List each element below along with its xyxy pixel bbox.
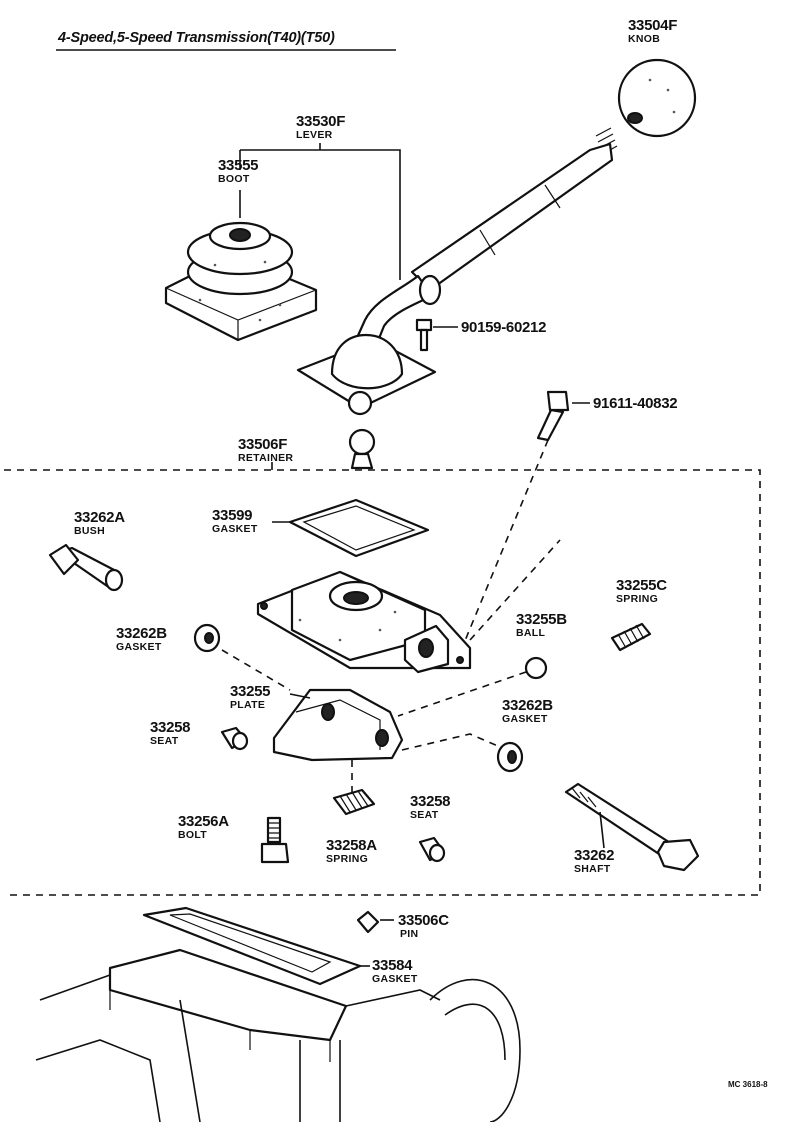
label-gasket-33584: 33584 GASKET <box>372 958 418 985</box>
part-number: 33530F <box>296 113 346 130</box>
label-spring-33258a: 33258A SPRING <box>326 838 377 865</box>
label-bolt-91611: 91611-40832 <box>593 395 678 412</box>
part-number: 33255 <box>230 683 271 700</box>
part-name: BUSH <box>74 525 105 537</box>
label-shaft: 33262 SHAFT <box>574 847 615 875</box>
shaft-33262-part <box>564 782 700 872</box>
lever-boot-bracket <box>239 143 401 280</box>
label-pin: 33506C PIN <box>398 913 449 940</box>
diagram-title: 4-Speed,5-Speed Transmission(T40)(T50) <box>58 30 335 46</box>
part-number: 33262B <box>502 697 553 714</box>
label-bolt-90159: 90159-60212 <box>461 320 546 335</box>
gasket-33262b-right-part <box>496 741 524 773</box>
part-number: 33258A <box>326 837 377 854</box>
part-number: 33262B <box>116 625 167 642</box>
spring-c-guide <box>469 539 561 641</box>
bolt-33256a-part <box>260 816 290 864</box>
part-number: 33506F <box>238 436 288 453</box>
gasket-33262b-left-part <box>193 623 291 691</box>
lever-part <box>296 127 618 470</box>
pin-33506c-part <box>356 910 394 934</box>
knob-part <box>617 58 697 138</box>
part-number: 33255C <box>616 577 667 594</box>
part-number: 33599 <box>212 507 253 524</box>
part-name: SEAT <box>410 809 439 821</box>
retainer-part <box>256 570 472 674</box>
part-number: 90159-60212 <box>461 319 547 336</box>
gasket-33584-part <box>142 906 370 986</box>
part-name: BALL <box>516 627 546 639</box>
label-seat-33258-right: 33258 SEAT <box>410 793 451 821</box>
part-name: BOLT <box>178 829 207 841</box>
label-knob: 33504F KNOB <box>628 18 677 45</box>
part-name: PIN <box>400 928 419 940</box>
part-name: SHAFT <box>574 863 611 875</box>
part-name: SEAT <box>150 735 179 747</box>
footer-code: MC 3618-8 <box>728 1080 768 1089</box>
plate-part <box>272 688 499 762</box>
part-name: GASKET <box>116 641 162 653</box>
part-name: SPRING <box>326 853 369 865</box>
part-number: 33262 <box>574 847 615 864</box>
label-gasket-33262b-left: 33262B GASKET <box>116 626 167 653</box>
part-number: 33555 <box>218 157 259 174</box>
bush-part <box>48 543 124 592</box>
part-number: 33258 <box>150 719 191 736</box>
part-name: PLATE <box>230 699 266 711</box>
transmission-housing <box>35 948 521 1122</box>
label-bolt-33256a: 33256A BOLT <box>178 814 229 841</box>
part-number: 33256A <box>178 813 229 830</box>
part-number: 33258 <box>410 793 451 810</box>
retainer-enclosure <box>4 469 761 896</box>
part-name: KNOB <box>628 33 661 45</box>
seat-33258-right-part <box>418 836 446 863</box>
part-number: 33584 <box>372 957 413 974</box>
part-number: 33504F <box>628 17 678 34</box>
part-number: 91611-40832 <box>593 395 678 412</box>
label-bush: 33262A BUSH <box>74 510 125 537</box>
ball-guide <box>397 671 527 717</box>
spring-33258a-part <box>332 760 376 816</box>
part-name: GASKET <box>212 523 258 535</box>
ball-part <box>524 656 548 680</box>
part-number: 33255B <box>516 611 567 628</box>
seat-33258-left-part <box>220 726 249 751</box>
part-name: SPRING <box>616 593 659 605</box>
part-name: GASKET <box>372 973 418 985</box>
label-gasket-33262b-right: 33262B GASKET <box>502 698 553 725</box>
label-plate: 33255 PLATE <box>230 683 271 711</box>
boot-part <box>164 221 318 342</box>
label-ball: 33255B BALL <box>516 612 567 639</box>
label-gasket-33599: 33599 GASKET <box>212 508 258 535</box>
gasket-33599-part <box>272 498 430 558</box>
label-spring-33255c: 33255C SPRING <box>616 578 667 605</box>
part-name: RETAINER <box>238 452 294 464</box>
bolt-91611-part <box>461 390 590 649</box>
label-boot: 33555 BOOT <box>218 157 259 185</box>
part-name: LEVER <box>296 129 333 141</box>
label-lever: 33530F LEVER <box>296 114 345 141</box>
part-number: 33506C <box>398 912 449 929</box>
part-name: GASKET <box>502 713 548 725</box>
bolt-90159-part <box>415 318 458 352</box>
label-seat-33258-left: 33258 SEAT <box>150 719 191 747</box>
part-name: BOOT <box>218 173 250 185</box>
spring-33255c-part <box>610 622 652 652</box>
label-retainer: 33506F RETAINER <box>238 437 293 464</box>
part-number: 33262A <box>74 509 125 526</box>
